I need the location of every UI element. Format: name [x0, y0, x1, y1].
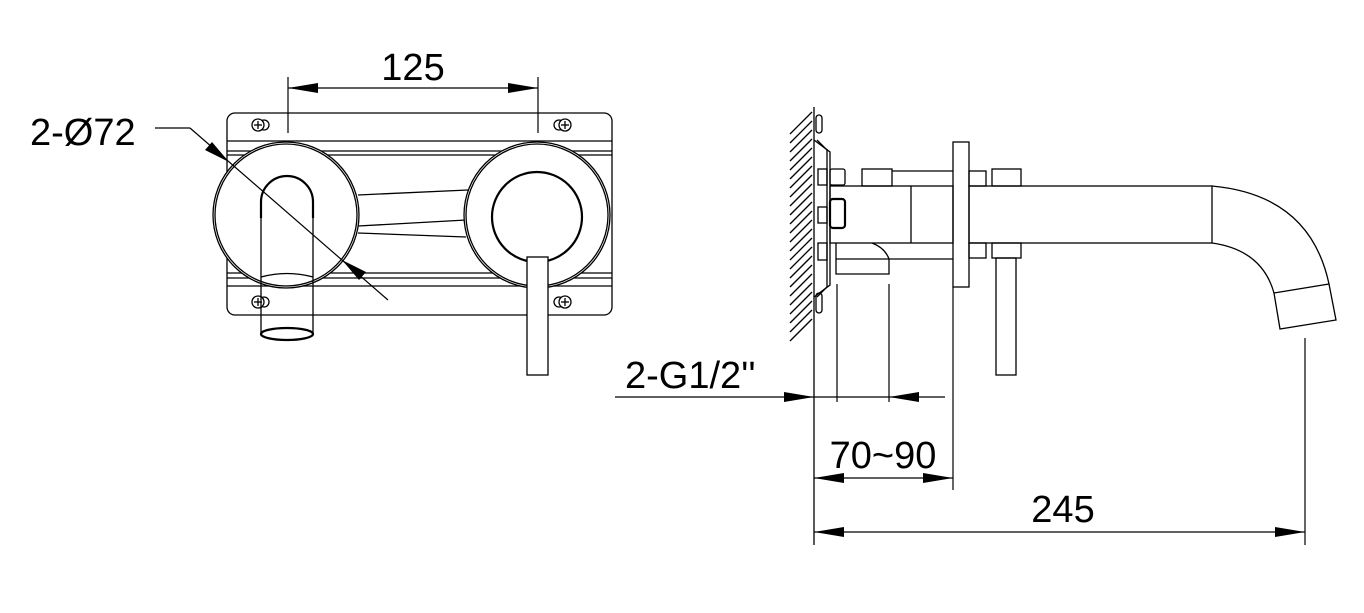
hatch-line — [789, 192, 813, 216]
hatch-line — [789, 165, 813, 189]
hatch-line — [789, 264, 813, 288]
connecting-bars — [357, 189, 469, 238]
dimension-diameter: 2-Ø72 — [30, 112, 389, 301]
hatch-line — [789, 300, 813, 324]
front-view: 125 2-Ø72 — [30, 47, 613, 376]
hatch-line — [789, 111, 813, 135]
spout-front — [259, 174, 315, 342]
dimension-125: 125 — [287, 47, 539, 133]
side-view: 2-G1/2'' 70~90 245 — [615, 107, 1337, 545]
hatch-line — [789, 309, 813, 333]
dimension-projection: 245 — [814, 338, 1306, 545]
hatch-line — [789, 237, 813, 261]
hatch-line — [789, 183, 813, 207]
hatch-line — [789, 147, 813, 171]
hatch-line — [789, 273, 813, 297]
hatch-line — [789, 120, 813, 144]
wall-hatch — [789, 111, 813, 342]
mixer-handle-side — [995, 257, 1017, 376]
dim-spacing-label: 125 — [381, 47, 444, 89]
dimension-thread: 2-G1/2'' — [615, 284, 945, 402]
hatch-line — [789, 291, 813, 315]
spout-side — [968, 168, 1337, 330]
hatch-line — [789, 219, 813, 243]
hatch-line — [789, 210, 813, 234]
hatch-line — [789, 138, 813, 162]
screw-icon — [251, 118, 270, 132]
hatch-line — [789, 318, 813, 342]
hatch-line — [789, 156, 813, 180]
hatch-line — [789, 255, 813, 279]
dim-projection-label: 245 — [1031, 489, 1094, 531]
mixer-handle — [526, 256, 549, 376]
dim-diameter-label: 2-Ø72 — [30, 112, 136, 154]
valve-body — [829, 168, 954, 275]
spout-escutcheon — [212, 141, 360, 289]
dim-depth-label: 70~90 — [830, 435, 937, 477]
dimension-depth: 70~90 — [814, 287, 954, 490]
flange — [952, 141, 970, 288]
hatch-line — [789, 228, 813, 252]
dim-thread-label: 2-G1/2'' — [625, 355, 756, 397]
hatch-line — [789, 201, 813, 225]
hatch-line — [789, 282, 813, 306]
hatch-line — [789, 246, 813, 270]
hatch-line — [789, 129, 813, 153]
mixer-escutcheon — [463, 141, 611, 289]
screw-icon — [553, 295, 572, 309]
screw-icon — [553, 118, 572, 132]
hatch-line — [789, 174, 813, 198]
